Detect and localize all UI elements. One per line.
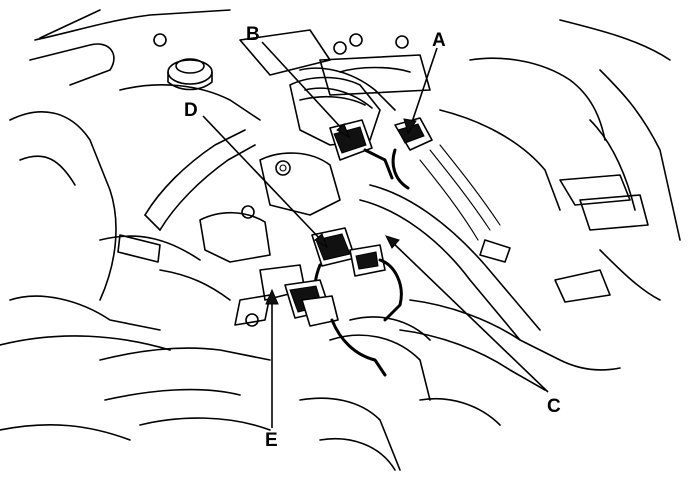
- callout-labels: A B C D E: [184, 24, 561, 451]
- leader-lines: [202, 41, 549, 428]
- callout-d: D: [184, 100, 198, 121]
- leader-d: [202, 115, 324, 243]
- engine-background-structure: [0, 9, 681, 471]
- callout-c: C: [547, 396, 561, 417]
- leader-b: [261, 41, 346, 133]
- leader-a: [409, 47, 438, 129]
- callout-b: B: [246, 24, 260, 45]
- arrowhead-a: [403, 118, 417, 135]
- leader-c: [389, 239, 549, 393]
- callout-e: E: [265, 430, 278, 451]
- arrowhead-b: [336, 123, 350, 139]
- arrowhead-d: [314, 233, 328, 249]
- connector-b: [329, 119, 394, 180]
- callout-a: A: [432, 30, 446, 51]
- connector-e: [284, 279, 387, 377]
- arrowhead-e: [265, 288, 279, 305]
- arrowhead-c: [385, 235, 400, 249]
- connector-a: [391, 117, 433, 190]
